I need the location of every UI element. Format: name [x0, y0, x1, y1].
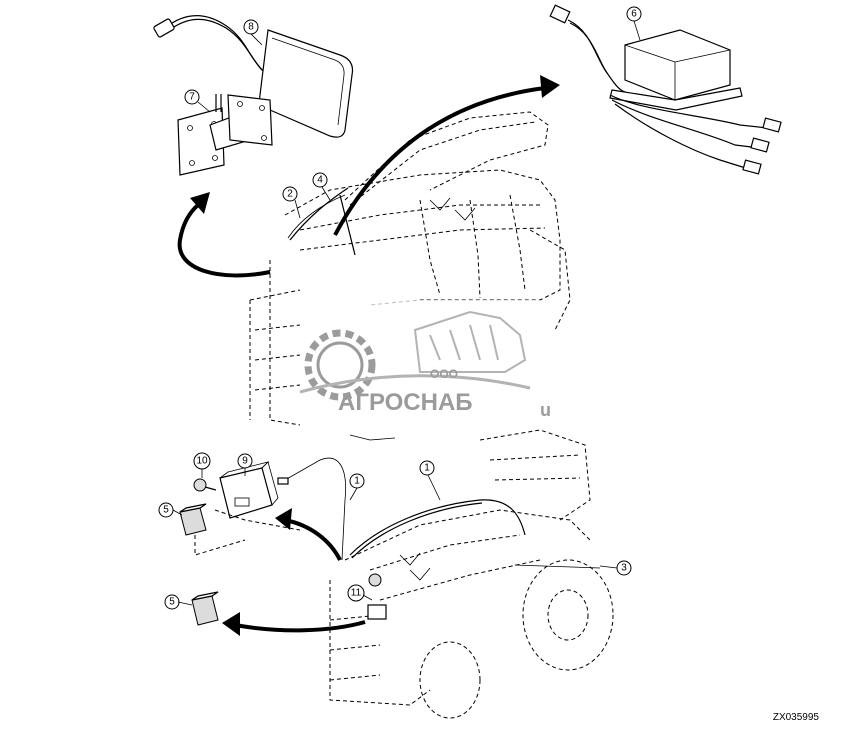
- svg-text:5: 5: [169, 597, 175, 608]
- svg-text:1: 1: [354, 476, 360, 487]
- watermark-main-text: АГРОСНАБ: [338, 389, 473, 416]
- callout-7: 7: [184, 89, 200, 105]
- callout-10: 10: [193, 452, 211, 470]
- callout-4: 4: [312, 172, 328, 188]
- callout-2: 2: [282, 186, 298, 202]
- callout-8: 8: [243, 19, 259, 35]
- svg-text:7: 7: [189, 92, 195, 103]
- watermark-suffix: u: [540, 400, 551, 420]
- svg-text:11: 11: [351, 588, 362, 599]
- leader-lines: [172, 20, 641, 606]
- watermark: ООО АГРОСНАБ u: [299, 300, 551, 430]
- lower-machine-outline: [277, 429, 614, 719]
- callout-11: 11: [347, 584, 365, 602]
- callout-1-cable-a: 1: [349, 473, 365, 489]
- svg-text:6: 6: [631, 9, 637, 20]
- svg-text:9: 9: [242, 456, 248, 467]
- arrow-to-bracket: [177, 192, 271, 278]
- mounting-bracket-7: [177, 94, 273, 176]
- svg-text:4: 4: [317, 175, 323, 186]
- connector-lines: [194, 509, 301, 556]
- callout-1-cable-b: 1: [419, 460, 435, 476]
- callout-6: 6: [626, 6, 642, 22]
- callout-9: 9: [237, 453, 253, 469]
- bolt-10: [193, 478, 217, 492]
- module-9: [219, 461, 279, 519]
- svg-text:2: 2: [287, 189, 293, 200]
- svg-text:1: 1: [424, 463, 430, 474]
- arrow-to-control-unit: [333, 75, 560, 236]
- svg-text:8: 8: [248, 22, 254, 33]
- sensor-5-lower: [191, 591, 219, 626]
- harvester-logo-icon: [413, 310, 527, 373]
- figure-id-label: ZX035995: [772, 712, 819, 723]
- callout-5-lower: 5: [164, 594, 180, 610]
- svg-text:3: 3: [621, 563, 627, 574]
- arrow-to-module-9: [275, 508, 342, 561]
- sensor-5-upper: [179, 503, 207, 536]
- svg-text:10: 10: [196, 456, 208, 467]
- control-unit-6: [549, 4, 782, 175]
- arrow-to-module-5: [222, 612, 366, 636]
- callout-3: 3: [616, 560, 632, 576]
- antenna-module-8: [153, 15, 354, 138]
- gear-logo-icon: [304, 329, 376, 401]
- watermark-small-text: ООО: [430, 367, 458, 381]
- callout-5-upper: 5: [158, 502, 174, 518]
- svg-text:5: 5: [163, 505, 169, 516]
